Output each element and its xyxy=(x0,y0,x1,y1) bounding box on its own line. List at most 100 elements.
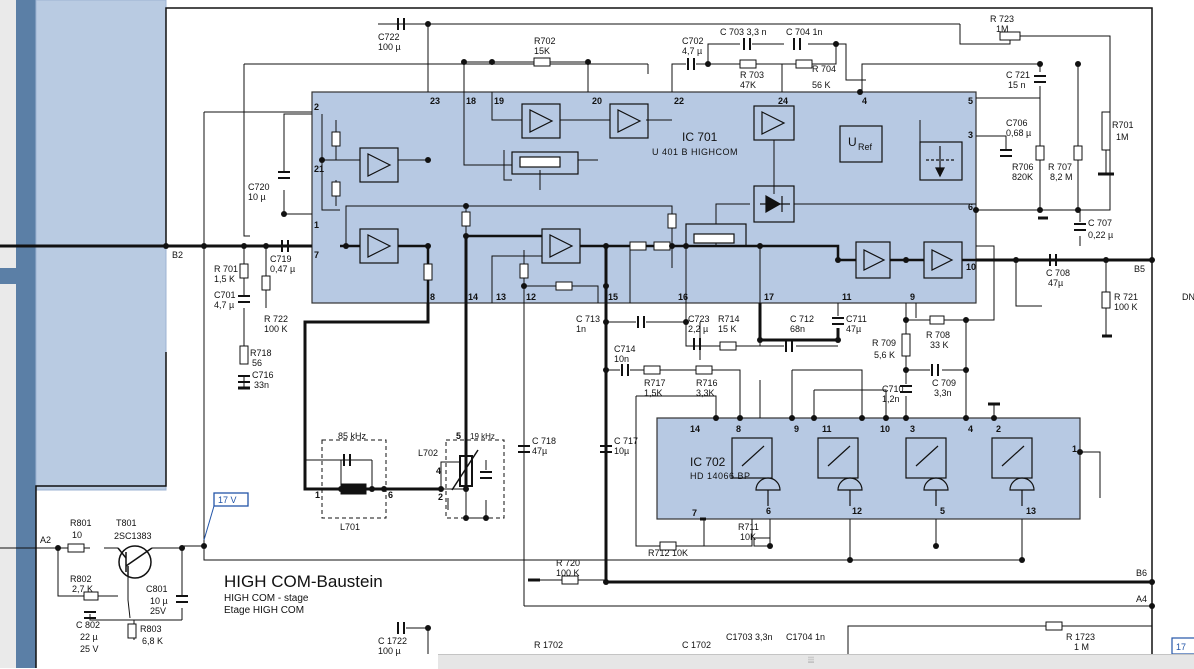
pin-label: 7 xyxy=(692,508,697,518)
value-c709: 3,3n xyxy=(934,388,952,398)
uref-block xyxy=(839,125,883,163)
resistor-r702 xyxy=(533,57,551,67)
pin-label: 2 xyxy=(438,492,443,502)
resistor-r706 xyxy=(1035,145,1045,161)
pin-label: 2 xyxy=(314,102,319,112)
pin-label: 11 xyxy=(842,292,852,302)
pin-label: 2 xyxy=(996,424,1001,434)
ic702-part: HD 14066 BP xyxy=(690,471,751,481)
resistor-r714 xyxy=(719,341,737,351)
voltage-c801: 25V xyxy=(150,606,166,616)
label-c719: C719 xyxy=(270,254,292,264)
value-r717: 1,5K xyxy=(644,388,663,398)
label-c709: C 709 xyxy=(932,378,956,388)
pot-block xyxy=(511,151,579,175)
page-edge-strip-light xyxy=(0,0,16,268)
value-r718: 56 xyxy=(252,358,262,368)
amp-block xyxy=(359,228,399,264)
pin-label: 18 xyxy=(466,96,476,106)
label-r708: R 708 xyxy=(926,330,950,340)
pin-label: 8 xyxy=(430,292,435,302)
amp-block xyxy=(541,228,581,264)
switch-1 xyxy=(731,437,773,479)
value-c723: 2,2 µ xyxy=(688,324,708,334)
pin-label: 4 xyxy=(968,424,973,434)
horizontal-scrollbar[interactable]: ⦙⦙⦙ xyxy=(438,654,1194,669)
pin-label: 1 xyxy=(1072,444,1077,454)
label-c723: C723 xyxy=(688,314,710,324)
label-c703: C 703 3,3 n xyxy=(720,27,767,37)
resistor-r801 xyxy=(67,543,85,553)
label-r720: R 720 xyxy=(556,558,580,568)
component-labels: C722 100 µ R702 15K C702 4,7 µ C 703 3,3… xyxy=(70,14,1138,656)
net-b2: B2 xyxy=(172,250,183,260)
pin-label: 5 xyxy=(456,431,461,441)
title-en: HIGH COM - stage xyxy=(224,593,309,604)
resistor-r709 xyxy=(901,333,911,357)
uref-label-ref: Ref xyxy=(858,142,873,152)
amp-block xyxy=(359,147,399,183)
value-c720: 10 µ xyxy=(248,192,266,202)
pin-label: 24 xyxy=(778,96,788,106)
value-r716: 3,3K xyxy=(696,388,715,398)
label-r712: R712 10K xyxy=(648,548,688,558)
pin-label: 16 xyxy=(678,292,688,302)
pin-label: 6 xyxy=(766,506,771,516)
pin-label: 17 xyxy=(764,292,774,302)
amp-block xyxy=(855,241,891,279)
gate-4 xyxy=(1009,477,1035,491)
ground-marks xyxy=(238,172,1114,582)
value-c708: 47µ xyxy=(1048,278,1063,288)
ic702-label: IC 702 xyxy=(690,455,726,469)
pin-label: 13 xyxy=(1026,506,1036,516)
shield-l702 xyxy=(445,439,505,519)
value-c802: 22 µ xyxy=(80,632,98,642)
label-r707: R 707 xyxy=(1048,162,1072,172)
gate-3 xyxy=(923,477,949,491)
value-c718: 47µ xyxy=(532,446,547,456)
capacitors xyxy=(84,18,1086,634)
label-c702: C702 xyxy=(682,36,704,46)
value-c719: 0,47 µ xyxy=(270,264,295,274)
value-r702: 15K xyxy=(534,46,550,56)
resistor-r722 xyxy=(261,275,271,291)
value-r714: 15 K xyxy=(718,324,737,334)
label-c720: C720 xyxy=(248,182,270,192)
resistor-r707 xyxy=(1073,145,1083,161)
voltage-badge-text: 17 V xyxy=(218,495,237,505)
pin-label: 13 xyxy=(496,292,506,302)
value-r708: 33 K xyxy=(930,340,949,350)
value-r701: 1,5 K xyxy=(214,274,235,284)
label-r717: R717 xyxy=(644,378,666,388)
freq-85khz: 85 kHz xyxy=(338,431,367,441)
label-r701-pot: R701 xyxy=(1112,120,1134,130)
pin-label: 10 xyxy=(966,262,976,272)
pin-label: 3 xyxy=(968,130,973,140)
label-c801: C801 xyxy=(146,584,168,594)
label-r714: R714 xyxy=(718,314,740,324)
pin-label: 12 xyxy=(526,292,536,302)
ic701-label: IC 701 xyxy=(682,130,718,144)
value-r721: 100 K xyxy=(1114,302,1138,312)
transistor-part: 2SC1383 xyxy=(114,531,152,541)
label-c716: C716 xyxy=(252,370,274,380)
scroll-grip-icon[interactable]: ⦙⦙⦙ xyxy=(808,656,815,666)
value-c706: 0,68 µ xyxy=(1006,128,1031,138)
amp-block xyxy=(521,103,561,139)
rectifier-block xyxy=(753,185,795,223)
page-edge-strip-light xyxy=(0,284,16,668)
label-c1722: C 1722 xyxy=(378,636,407,646)
resistor-r703 xyxy=(739,59,757,69)
resistor-r802 xyxy=(83,591,99,601)
gate-2 xyxy=(837,477,863,491)
label-r716: R716 xyxy=(696,378,718,388)
value-r802: 2,7 K xyxy=(72,584,93,594)
pot-block xyxy=(685,223,747,247)
resistor-r708 xyxy=(929,315,945,325)
resistor-r803 xyxy=(127,623,137,639)
value-c710: 1,2n xyxy=(882,394,900,404)
pin-label: 9 xyxy=(794,424,799,434)
pot-r701 xyxy=(1101,111,1111,151)
value-c717: 10µ xyxy=(614,446,629,456)
